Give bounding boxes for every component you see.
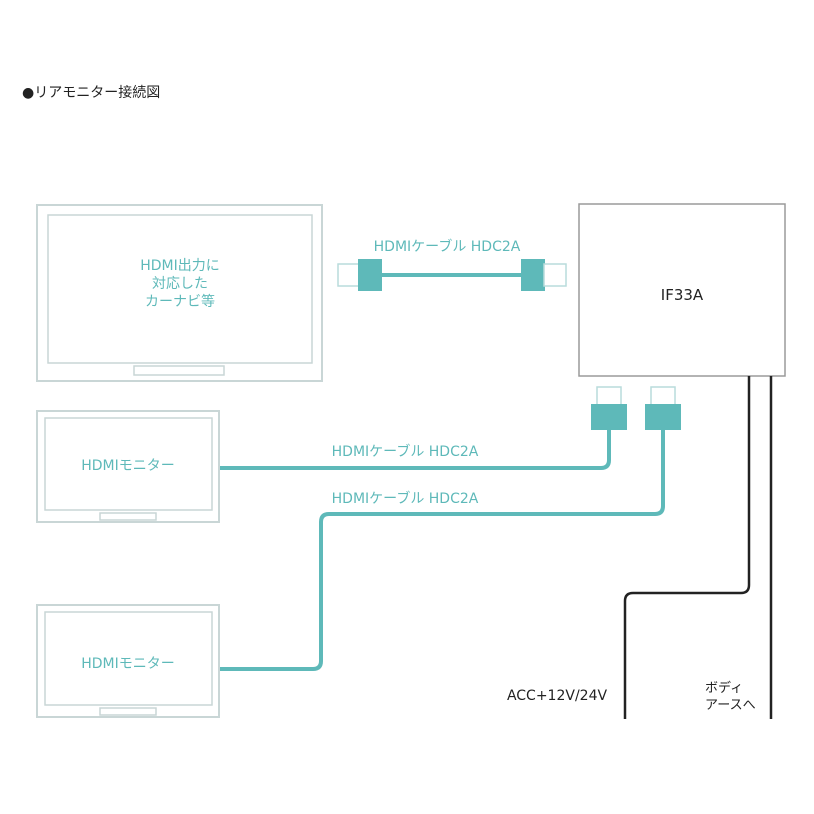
ground-label-line2: アースへ [705,698,756,713]
cable-low-label: HDMIケーブル HDC2A [332,490,479,507]
hdmi-monitor-1: HDMIモニター [36,410,220,523]
hdmi-cable-mid: HDMIケーブル HDC2A [219,430,611,470]
ground-label-line1: ボディ [705,680,743,696]
diagram-title: ●リアモニター接続図 [22,84,160,101]
if33a-label: IF33A [661,286,704,304]
power-wires: ACC+12V/24V ボディ アースへ [507,376,773,719]
hdmi-cable-top: HDMIケーブル HDC2A [337,238,567,291]
monitor2-label: HDMIモニター [81,656,175,672]
acc-power-label: ACC+12V/24V [507,688,608,704]
cable-top-label: HDMIケーブル HDC2A [374,238,521,255]
navi-label-line3: カーナビ等 [145,293,215,310]
output-connector-2 [645,386,681,430]
car-navi-unit: HDMI出力に 対応した カーナビ等 [36,204,323,382]
hdmi-monitor-2: HDMIモニター [36,604,220,718]
navi-label-line1: HDMI出力に [140,258,220,274]
cable-mid-label: HDMIケーブル HDC2A [332,443,479,460]
output-connector-1 [591,386,627,430]
hdmi-cable-low: HDMIケーブル HDC2A [219,430,665,671]
navi-label-line2: 対応した [152,276,208,292]
if33a-unit: IF33A [578,203,786,377]
monitor1-label: HDMIモニター [81,458,175,474]
